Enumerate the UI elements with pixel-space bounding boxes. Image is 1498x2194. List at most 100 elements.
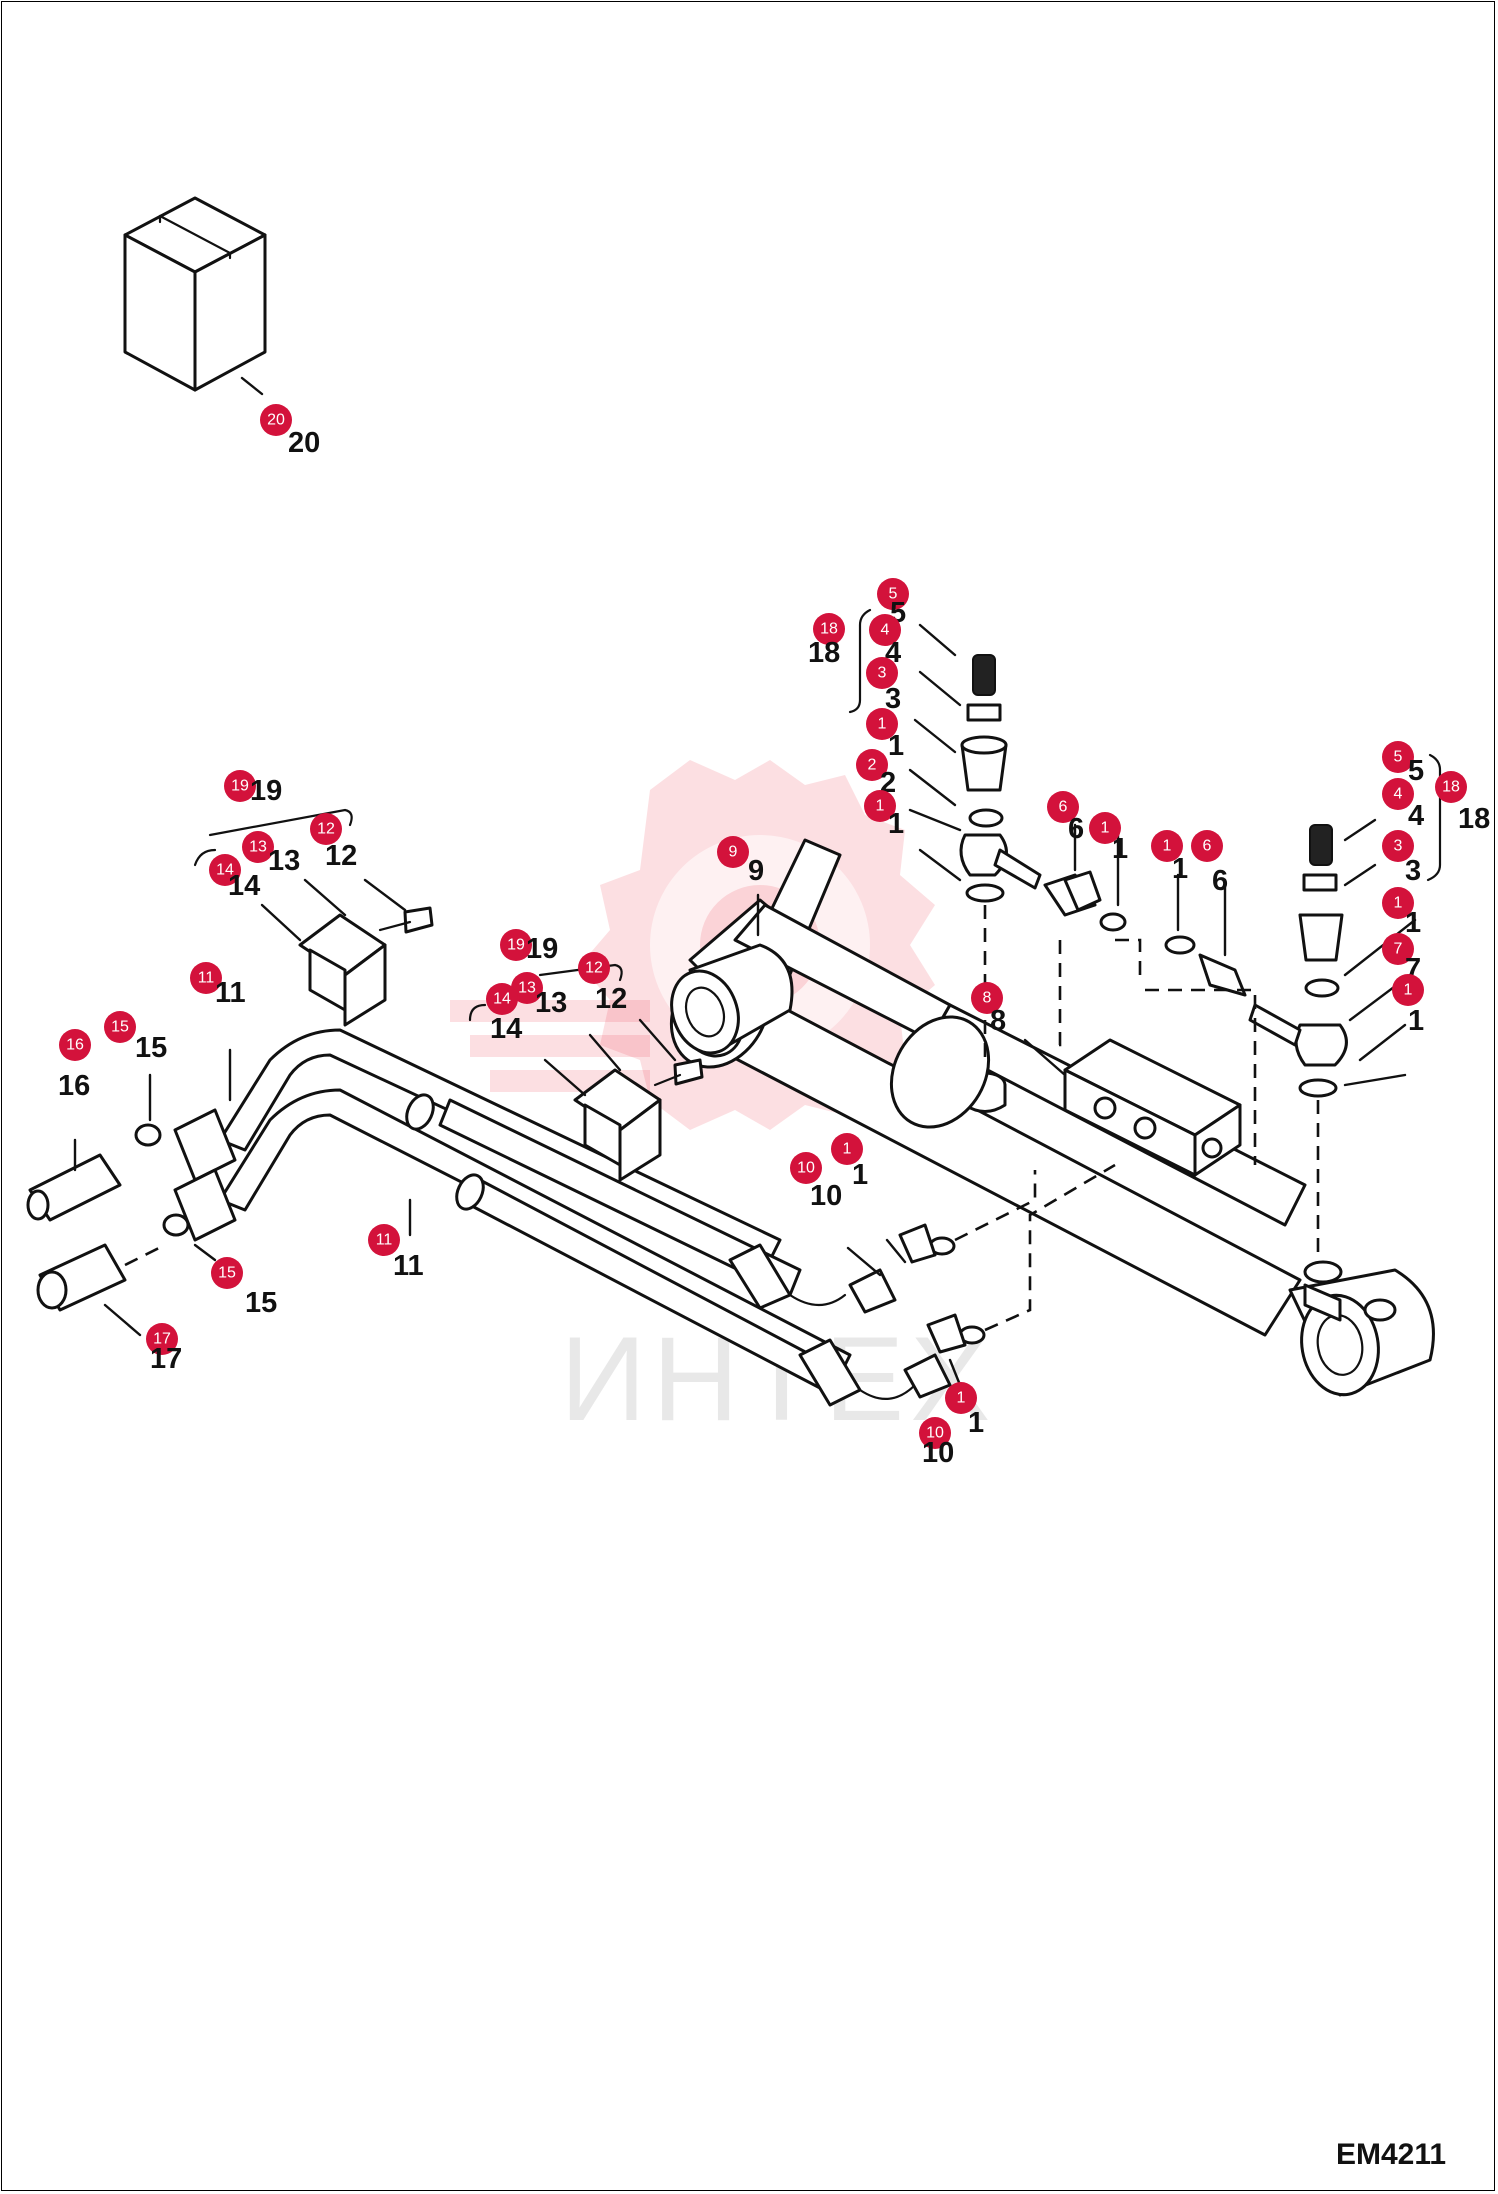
callout-19-b: 19 19: [500, 929, 558, 965]
svg-text:3: 3: [885, 683, 901, 715]
svg-text:14: 14: [228, 870, 260, 902]
valve-block: [1023, 1038, 1242, 1177]
svg-text:13: 13: [535, 987, 567, 1019]
svg-text:1: 1: [876, 798, 885, 815]
svg-text:5: 5: [1408, 755, 1424, 787]
svg-text:19: 19: [250, 775, 282, 807]
callout-19-a: 19 19: [224, 770, 282, 807]
svg-text:8: 8: [990, 1005, 1006, 1037]
callout-1-left-a: 1 1: [866, 708, 904, 762]
callout-18-right: 18 18: [1435, 771, 1490, 835]
svg-text:7: 7: [1394, 941, 1403, 958]
svg-text:1: 1: [1405, 907, 1421, 939]
svg-text:6: 6: [1212, 865, 1228, 897]
svg-text:15: 15: [218, 1265, 236, 1282]
svg-text:5: 5: [1394, 749, 1403, 766]
callout-6-b: 6 6: [1191, 830, 1228, 897]
middle-fitting: [1043, 870, 1142, 1047]
svg-text:13: 13: [268, 845, 300, 877]
svg-text:1: 1: [843, 1141, 852, 1158]
svg-text:10: 10: [797, 1160, 815, 1177]
svg-text:4: 4: [1394, 786, 1403, 803]
svg-text:18: 18: [820, 621, 838, 638]
callout-15-a: 15 15: [104, 1011, 167, 1064]
svg-text:1: 1: [1172, 853, 1188, 885]
left-fitting-stack: [959, 654, 1042, 1060]
svg-text:18: 18: [1458, 803, 1490, 835]
svg-text:10: 10: [926, 1425, 944, 1442]
svg-text:1: 1: [1101, 820, 1110, 837]
callout-1-g: 1 1: [831, 1133, 868, 1191]
svg-text:16: 16: [66, 1037, 84, 1054]
callout-10-a: 10 10: [790, 1152, 842, 1212]
svg-text:13: 13: [249, 839, 267, 856]
callout-9: 9 9: [717, 836, 764, 887]
svg-text:1: 1: [1408, 1005, 1424, 1037]
svg-text:14: 14: [490, 1013, 522, 1045]
callout-10-b: 10 10: [919, 1417, 954, 1469]
callout-13-b: 13 13: [511, 972, 567, 1019]
callout-11-a: 11 11: [190, 962, 246, 1009]
callout-15-b: 15 15: [211, 1257, 277, 1319]
callout-1-d: 1 1: [1151, 830, 1188, 885]
svg-text:20: 20: [267, 412, 285, 429]
callout-18-left: 18 18: [808, 613, 845, 669]
callout-5-right: 5 5: [1382, 741, 1424, 787]
svg-text:11: 11: [198, 970, 215, 987]
svg-text:11: 11: [393, 1250, 424, 1282]
svg-text:4: 4: [1408, 800, 1424, 832]
quick-couplers: [26, 1048, 412, 1337]
callout-16: 16 16: [58, 1029, 91, 1102]
leader-lines: [756, 608, 1442, 1087]
callout-3-left: 3 3: [866, 657, 901, 715]
svg-text:12: 12: [595, 983, 627, 1015]
svg-text:1: 1: [968, 1407, 984, 1439]
callout-14-b: 14 14: [486, 983, 522, 1045]
svg-text:1: 1: [1112, 833, 1128, 865]
svg-text:18: 18: [808, 637, 840, 669]
callout-1-right-a: 1 1: [1382, 887, 1421, 939]
svg-text:11: 11: [376, 1232, 393, 1249]
callout-12-a: 12 12: [310, 813, 357, 872]
svg-text:19: 19: [507, 937, 525, 954]
svg-text:18: 18: [1442, 779, 1460, 796]
svg-text:1: 1: [888, 808, 904, 840]
svg-text:3: 3: [1394, 838, 1403, 855]
svg-text:1: 1: [1163, 838, 1172, 855]
svg-text:1: 1: [878, 716, 887, 733]
svg-text:6: 6: [1059, 799, 1068, 816]
callout-1-left-b: 1 1: [864, 790, 904, 840]
svg-text:12: 12: [585, 960, 603, 977]
svg-text:3: 3: [878, 665, 887, 682]
svg-text:19: 19: [526, 933, 558, 965]
callout-4-right: 4 4: [1382, 778, 1424, 832]
callout-3-right: 3 3: [1382, 830, 1421, 887]
callout-12-b: 12 12: [578, 952, 627, 1015]
svg-text:14: 14: [216, 862, 234, 879]
svg-text:11: 11: [215, 977, 246, 1009]
callout-1-right-b: 1 1: [1392, 974, 1424, 1037]
svg-text:4: 4: [881, 622, 890, 639]
svg-text:6: 6: [1203, 838, 1212, 855]
svg-text:1: 1: [1394, 895, 1403, 912]
svg-text:17: 17: [150, 1343, 182, 1375]
svg-text:1: 1: [888, 730, 904, 762]
right-fitting-stack: [1145, 824, 1348, 1255]
callout-6-a: 6 6: [1047, 791, 1084, 845]
svg-text:15: 15: [135, 1032, 167, 1064]
svg-text:6: 6: [1068, 813, 1084, 845]
svg-text:1: 1: [852, 1159, 868, 1191]
svg-text:15: 15: [111, 1019, 129, 1036]
svg-text:20: 20: [288, 427, 320, 459]
svg-text:3: 3: [1405, 855, 1421, 887]
svg-text:12: 12: [325, 840, 357, 872]
svg-text:8: 8: [983, 990, 992, 1007]
svg-text:2: 2: [868, 757, 877, 774]
callout-1-c: 1 1: [1089, 812, 1128, 865]
svg-text:12: 12: [317, 821, 335, 838]
svg-text:1: 1: [957, 1390, 966, 1407]
svg-text:15: 15: [245, 1287, 277, 1319]
svg-text:10: 10: [922, 1437, 954, 1469]
